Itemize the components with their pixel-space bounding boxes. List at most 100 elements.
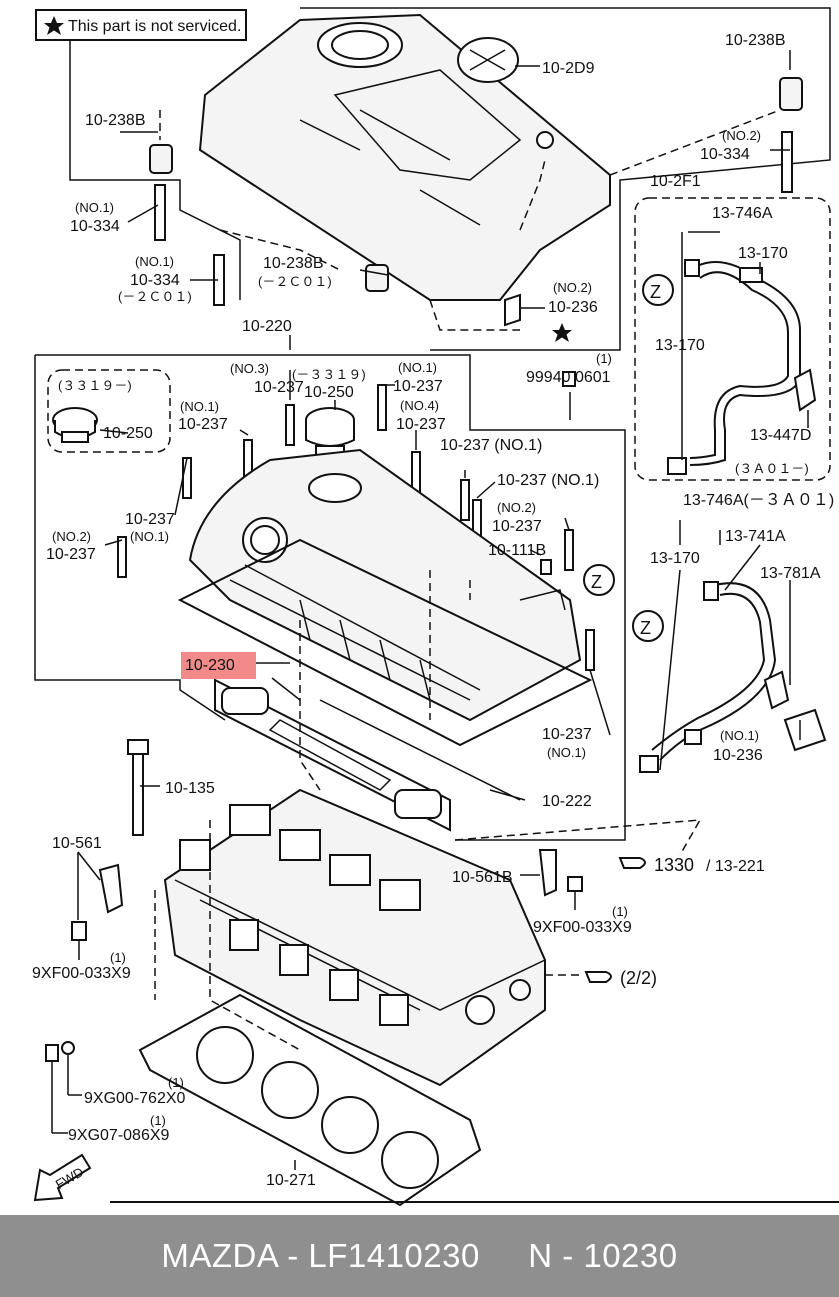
label-no2-a: (NO.2) <box>722 128 761 143</box>
label-no3: (NO.3) <box>230 361 269 376</box>
label-qty-1b: (1) <box>612 904 628 919</box>
label-13-170-b: 13-170 <box>655 337 705 354</box>
label-10-237-k: 10-237 <box>542 726 592 743</box>
label-10-237-no1-g: 10-237 (NO.1) <box>497 472 599 489</box>
exploded-parts-diagram: This part is not serviced. <box>32 7 839 1207</box>
label-code-3a01: (３Ａ０１－) <box>735 461 809 476</box>
pointing-hand-icon <box>584 971 612 983</box>
part-labels: 10-238B 10-2D9 10-238B (NO.2) 10-334 10-… <box>32 32 834 1189</box>
plug-hole-gaskets <box>214 678 521 832</box>
label-no1-a: (NO.1) <box>75 200 114 215</box>
note-text: This part is not serviced. <box>68 18 241 35</box>
pcv-hose-upper <box>667 259 817 475</box>
star-icon <box>44 16 64 35</box>
bracket-10-236 <box>504 293 521 327</box>
label-10-237-j: 10-237 <box>492 518 542 535</box>
label-qty-1e: (1) <box>150 1113 166 1128</box>
engine-cover <box>198 13 611 301</box>
label-13-170-a: 13-170 <box>738 245 788 262</box>
footer-part-number: MAZDA - LF1410230 N - 10230 <box>161 1237 678 1274</box>
label-10-237-no1-f: 10-237 (NO.1) <box>440 437 542 454</box>
star-icon <box>552 323 572 342</box>
label-10-237-i: 10-237 <box>46 546 96 563</box>
leader-lines <box>51 50 809 1170</box>
engine-hanger-left <box>98 863 124 914</box>
label-10-271: 10-271 <box>266 1172 316 1189</box>
bolts <box>117 371 595 671</box>
highlight-10-230 <box>181 652 256 679</box>
head-cover-gasket <box>177 538 593 747</box>
label-10-238B-left: 10-238B <box>85 112 146 129</box>
cylinder-head <box>163 788 546 1087</box>
label-9XG00: 9XG00-762X0 <box>84 1090 186 1107</box>
label-10-237-no3: 10-237 <box>254 379 304 396</box>
cylinder-head-cover <box>188 448 582 722</box>
label-10-250: 10-250 <box>304 384 354 401</box>
oil-cap-old-box <box>47 369 171 453</box>
label-z-2: Z <box>591 572 602 592</box>
footer-bar: MAZDA - LF1410230 N - 10230 <box>0 1215 839 1297</box>
label-10-111B: 10-111B <box>488 542 546 559</box>
label-10-238B-mid: 10-238B <box>263 255 324 272</box>
label-code-3319-left: (３３１９－) <box>58 378 132 393</box>
label-qty-1a: (1) <box>596 351 612 366</box>
grommet-left <box>149 144 173 174</box>
label-10-238B-top: 10-238B <box>725 32 786 49</box>
label-code-2c01-b: (－２Ｃ０１) <box>258 274 332 289</box>
label-10-334-c: 10-334 <box>700 146 750 163</box>
label-qty-1c: (1) <box>110 950 126 965</box>
engine-hanger-right <box>538 849 557 897</box>
label-13-746A: 13-746A <box>712 205 773 222</box>
label-13-170-c: 13-170 <box>650 550 700 567</box>
label-no1-l: (NO.1) <box>720 728 759 743</box>
label-10-222: 10-222 <box>542 793 592 810</box>
label-10-135: 10-135 <box>165 780 215 797</box>
label-10-236-b: 10-236 <box>713 747 763 764</box>
label-10-237-d: 10-237 <box>396 416 446 433</box>
label-no1-h: (NO.1) <box>130 529 169 544</box>
label-10-237-h: 10-237 <box>125 511 175 528</box>
grommet-mid <box>365 264 389 292</box>
label-no1-d: (NO.1) <box>398 360 437 375</box>
label-9XF00-a: 9XF00-033X9 <box>533 919 632 936</box>
pointing-hand-icon <box>618 857 646 869</box>
label-no4: (NO.4) <box>400 398 439 413</box>
label-10-561: 10-561 <box>52 835 102 852</box>
label-z-3: Z <box>640 618 651 638</box>
label-9XG07: 9XG07-086X9 <box>68 1127 170 1144</box>
oil-filler-cap <box>305 407 355 461</box>
label-code-3319: (－３３１９) <box>292 367 366 382</box>
label-no2-c: (NO.2) <box>497 500 536 515</box>
label-10-334-b: 10-334 <box>130 272 180 289</box>
label-ref-2-2: (2/2) <box>620 968 657 988</box>
label-no2-d: (NO.2) <box>52 529 91 544</box>
label-no1-b: (NO.1) <box>135 254 174 269</box>
label-13-741A: 13-741A <box>725 528 786 545</box>
hose-group-box <box>634 197 831 481</box>
label-9XF00-b: 9XF00-033X9 <box>32 965 131 982</box>
label-z-1: Z <box>650 282 661 302</box>
label-10-237-c: 10-237 <box>178 416 228 433</box>
stud-c <box>781 131 793 193</box>
label-10-230: 10-230 <box>185 657 235 674</box>
label-ref-1330: 1330 <box>654 855 694 875</box>
label-99940: 99940 0601 <box>526 369 611 386</box>
fwd-label: FWD <box>53 1164 86 1192</box>
label-10-561B: 10-561B <box>452 869 513 886</box>
label-10-236-a: 10-236 <box>548 299 598 316</box>
head-bolt <box>132 744 144 836</box>
label-10-2F1: 10-2F1 <box>650 173 701 190</box>
label-10-250-left: 10-250 <box>103 425 153 442</box>
stud-a <box>154 184 166 241</box>
note-box: This part is not serviced. <box>35 9 247 41</box>
pcv-hose-lower <box>639 581 827 773</box>
fwd-arrow-icon: FWD <box>33 1153 92 1202</box>
label-no1-c: (NO.1) <box>180 399 219 414</box>
label-no2-b: (NO.2) <box>553 280 592 295</box>
oil-filler-cap-left <box>52 407 98 443</box>
label-10-237-e: 10-237 <box>393 378 443 395</box>
grommet-right <box>779 77 803 111</box>
label-10-334-a: 10-334 <box>70 218 120 235</box>
label-10-220: 10-220 <box>242 318 292 335</box>
label-13-746A-b: 13-746A(－３Ａ０１) <box>683 492 834 509</box>
